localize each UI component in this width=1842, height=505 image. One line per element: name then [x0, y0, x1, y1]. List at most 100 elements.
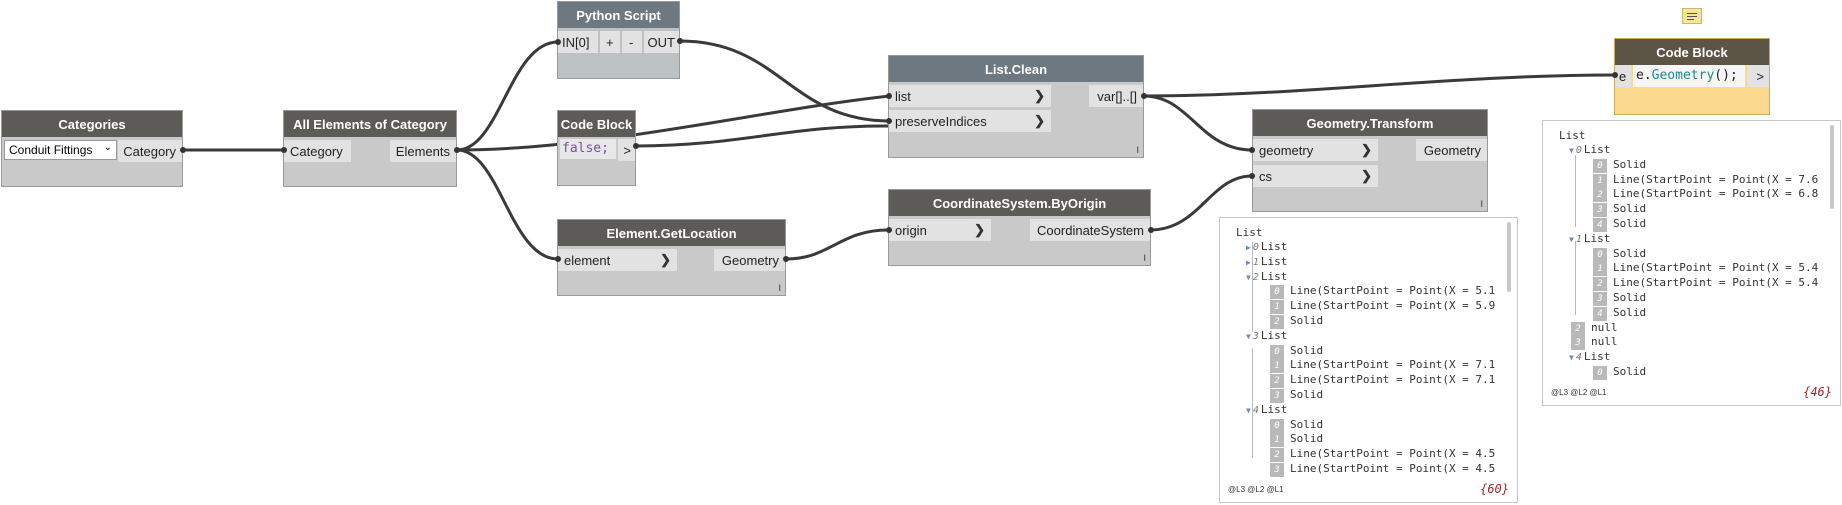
- item-count: {46}: [1803, 385, 1832, 399]
- all-elements-input-port[interactable]: Category: [284, 140, 351, 162]
- preview-value: Solid: [1290, 417, 1324, 431]
- list-index: 3: [1252, 330, 1259, 342]
- collapse-arrow-icon[interactable]: ▼: [1246, 272, 1251, 282]
- node-status-marker: I: [1480, 199, 1483, 209]
- item-index: 0: [1593, 158, 1607, 173]
- collapse-arrow-icon[interactable]: ▼: [1569, 353, 1574, 363]
- list-clean-list-port[interactable]: list ❯: [889, 85, 1051, 107]
- code-block-geometry-node[interactable]: Code Block e e.Geometry(); >: [1614, 38, 1770, 115]
- node-status-marker: I: [1143, 253, 1146, 263]
- geometry-input-port[interactable]: geometry ❯: [1253, 139, 1378, 161]
- port-dot: [1249, 173, 1255, 179]
- tree-guide-line: [1252, 242, 1253, 332]
- category-dropdown[interactable]: Conduit Fittings ⌄: [4, 140, 117, 160]
- list-levels: @L3 @L2 @L1: [1551, 388, 1607, 397]
- note-icon[interactable]: [1682, 8, 1702, 24]
- element-input-port[interactable]: element ❯: [558, 249, 677, 271]
- expand-arrow-icon[interactable]: ▶: [1246, 243, 1251, 252]
- list-clean-node[interactable]: List.Clean list ❯ preserveIndices ❯ var[…: [888, 55, 1144, 158]
- collapse-arrow-icon[interactable]: ▼: [1246, 331, 1251, 341]
- python-input-label: IN[0]: [562, 34, 590, 50]
- list-clean-title: List.Clean: [889, 56, 1143, 82]
- port-dot: [1148, 227, 1154, 233]
- wire-python-to-preserve: [679, 39, 891, 123]
- element-get-location-node[interactable]: Element.GetLocation element ❯ Geometry I: [557, 219, 786, 296]
- preview-value: Solid: [1290, 432, 1324, 446]
- code-block-node[interactable]: Code Block false; >: [557, 110, 636, 186]
- list-index: 4: [1252, 404, 1259, 416]
- preview-value: List: [1583, 350, 1611, 364]
- chevron-right-icon: ❯: [974, 222, 985, 237]
- geometry-input-label: geometry: [1259, 142, 1314, 158]
- cs-input-port[interactable]: cs ❯: [1253, 165, 1378, 187]
- chevron-right-icon: ❯: [1034, 113, 1045, 128]
- port-dot: [677, 38, 683, 44]
- list-clean-preserve-port[interactable]: preserveIndices ❯: [889, 110, 1051, 132]
- categories-node[interactable]: Categories Conduit Fittings ⌄ Category: [1, 110, 183, 187]
- code-block-e-input-port[interactable]: e: [1615, 65, 1631, 87]
- geometry-transform-title: Geometry.Transform: [1253, 110, 1487, 136]
- python-remove-input-button[interactable]: -: [622, 31, 642, 53]
- port-dot: [633, 143, 639, 149]
- preview-value: Line(StartPoint = Point(X = 7.6: [1613, 172, 1819, 186]
- item-index: 2: [1593, 277, 1607, 292]
- item-index: 3: [1593, 203, 1607, 218]
- port-dot: [1612, 72, 1618, 78]
- wire-elements-to-list: [456, 94, 891, 152]
- chevron-right-icon: ❯: [1361, 168, 1372, 183]
- node-status-marker: I: [778, 283, 781, 293]
- categories-output-label: Category: [123, 143, 176, 159]
- code-block-geometry-output-label: >: [1756, 68, 1764, 84]
- preview-value: List: [1260, 402, 1288, 416]
- preview-scrollbar[interactable]: [1507, 222, 1511, 292]
- item-index: 0: [1270, 344, 1284, 359]
- element-output-port[interactable]: Geometry: [714, 249, 785, 271]
- port-dot: [1141, 93, 1147, 99]
- geometry-transform-output-port[interactable]: Geometry: [1416, 139, 1487, 161]
- code-block-output-label: >: [623, 142, 631, 158]
- categories-output-port[interactable]: Category: [118, 140, 182, 162]
- tree-guide-line: [1575, 155, 1576, 227]
- python-input-port[interactable]: IN[0]: [558, 31, 598, 53]
- all-elements-node[interactable]: All Elements of Category Category Elemen…: [283, 110, 457, 187]
- geometry-transform-output-label: Geometry: [1423, 142, 1481, 158]
- python-script-node[interactable]: Python Script IN[0] + - OUT: [557, 1, 680, 79]
- coordinate-system-output-port[interactable]: CoordinateSystem: [1030, 219, 1150, 241]
- code-block-geometry-editor[interactable]: e.Geometry();: [1633, 65, 1745, 87]
- code-block-output-port[interactable]: >: [618, 139, 635, 161]
- code-block-editor[interactable]: false;: [560, 139, 616, 159]
- collapse-arrow-icon[interactable]: ▼: [1569, 146, 1574, 155]
- python-output-port[interactable]: OUT: [644, 31, 679, 53]
- collapse-arrow-icon[interactable]: ▼: [1569, 234, 1574, 244]
- all-elements-output-port[interactable]: Elements: [390, 140, 456, 162]
- geometry-transform-node[interactable]: Geometry.Transform geometry ❯ cs ❯ Geome…: [1252, 109, 1488, 212]
- code-block-geometry-output-port[interactable]: >: [1747, 65, 1769, 87]
- origin-input-port[interactable]: origin ❯: [889, 219, 991, 241]
- python-add-input-button[interactable]: +: [600, 31, 620, 53]
- coordinate-system-node[interactable]: CoordinateSystem.ByOrigin origin ❯ Coord…: [888, 189, 1151, 266]
- list-clean-output-port[interactable]: var[]..[]: [1089, 85, 1143, 107]
- preview-scrollbar[interactable]: [1830, 125, 1834, 209]
- collapse-arrow-icon[interactable]: ▼: [1246, 405, 1251, 415]
- list-index: 0: [1252, 242, 1259, 253]
- preview-value: List: [1260, 254, 1288, 268]
- item-index: 4: [1593, 306, 1607, 321]
- cs-input-label: cs: [1259, 168, 1272, 184]
- expand-arrow-icon[interactable]: ▶: [1246, 257, 1251, 267]
